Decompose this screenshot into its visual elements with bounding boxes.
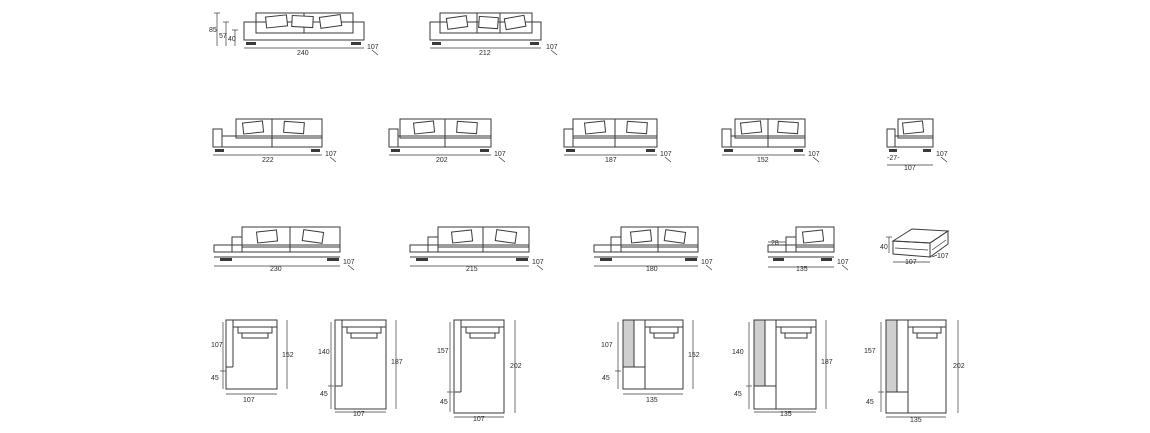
width-label: 107 — [243, 397, 255, 404]
depth-label: 107 — [367, 44, 379, 51]
seat-label: 107 — [601, 342, 613, 349]
depth-label: 107 — [343, 259, 355, 266]
plan-chaise-arm-202: 157 45 202 135 — [864, 319, 965, 424]
base-label: 45 — [602, 375, 610, 382]
length-label: 152 — [282, 352, 294, 359]
width-label: 135 — [646, 397, 658, 404]
depth-label: 107 — [660, 151, 672, 158]
width-label: 152 — [757, 157, 769, 164]
sofa-left-arm-187: 187 107 — [563, 118, 672, 164]
depth-label: 107 — [325, 151, 337, 158]
arm-width-label: 28 — [771, 240, 779, 247]
width-240-label: 240 — [297, 50, 309, 57]
width-label: 107 — [904, 165, 916, 172]
seat-label: 157 — [437, 348, 449, 355]
height-label: 40 — [880, 244, 888, 251]
plan-chaise-arm-187: 140 45 187 135 — [732, 319, 833, 418]
depth-label: 107 — [701, 259, 713, 266]
width-label: 107 — [473, 416, 485, 423]
length-label: 187 — [821, 359, 833, 366]
width-label: 107 — [905, 259, 917, 266]
height-40-label: 40 — [228, 36, 236, 43]
arm-width-label: -27- — [887, 155, 900, 162]
plan-chaise-arm-152: 107 45 152 135 — [601, 319, 700, 404]
seat-label: 157 — [864, 348, 876, 355]
depth-label: 107 — [808, 151, 820, 158]
plan-chaise-187: 140 45 187 107 — [318, 319, 403, 418]
width-label: 222 — [262, 157, 274, 164]
chaise-module-230: 230 107 — [213, 226, 355, 273]
base-label: 45 — [734, 391, 742, 398]
base-label: 45 — [211, 375, 219, 382]
seat-label: 107 — [211, 342, 223, 349]
width-label: 215 — [466, 266, 478, 273]
plan-chaise-152: 107 45 152 107 — [211, 319, 294, 404]
length-label: 152 — [688, 352, 700, 359]
sofa-left-arm-152: 152 107 — [721, 118, 820, 164]
width-label: 107 — [353, 411, 365, 418]
chaise-module-180: 180 107 — [593, 226, 713, 273]
sofa-3-seat-240: 85 57 40 240 107 — [209, 12, 379, 57]
width-label: 135 — [796, 266, 808, 273]
chair-left-arm-107: -27- 107 107 — [886, 118, 948, 172]
plan-chaise-202: 157 45 202 107 — [437, 319, 522, 423]
chaise-module-215: 215 107 — [409, 226, 544, 273]
width-label: 135 — [910, 417, 922, 424]
height-57-label: 57 — [219, 33, 227, 40]
width-label: 135 — [780, 411, 792, 418]
height-85-label: 85 — [209, 27, 217, 34]
depth-label: 107 — [837, 259, 849, 266]
seat-label: 140 — [318, 349, 330, 356]
width-212-label: 212 — [479, 50, 491, 57]
length-label: 187 — [391, 359, 403, 366]
chaise-module-135: 28 135 107 — [767, 226, 849, 273]
depth-label: 107 — [937, 253, 949, 260]
sofa-left-arm-222: 222 107 — [212, 118, 337, 164]
depth-label: 107 — [494, 151, 506, 158]
length-label: 202 — [510, 363, 522, 370]
width-label: 187 — [605, 157, 617, 164]
depth-label: 107 — [936, 151, 948, 158]
sofa-3-seat-212: 212 107 — [429, 12, 558, 57]
base-label: 45 — [866, 399, 874, 406]
seat-label: 140 — [732, 349, 744, 356]
sofa-left-arm-202: 202 107 — [388, 118, 506, 164]
width-label: 180 — [646, 266, 658, 273]
width-label: 202 — [436, 157, 448, 164]
width-label: 230 — [270, 266, 282, 273]
depth-label: 107 — [546, 44, 558, 51]
ottoman-107: 40 107 107 — [880, 228, 950, 266]
base-label: 45 — [440, 399, 448, 406]
length-label: 202 — [953, 363, 965, 370]
depth-label: 107 — [532, 259, 544, 266]
base-label: 45 — [320, 391, 328, 398]
